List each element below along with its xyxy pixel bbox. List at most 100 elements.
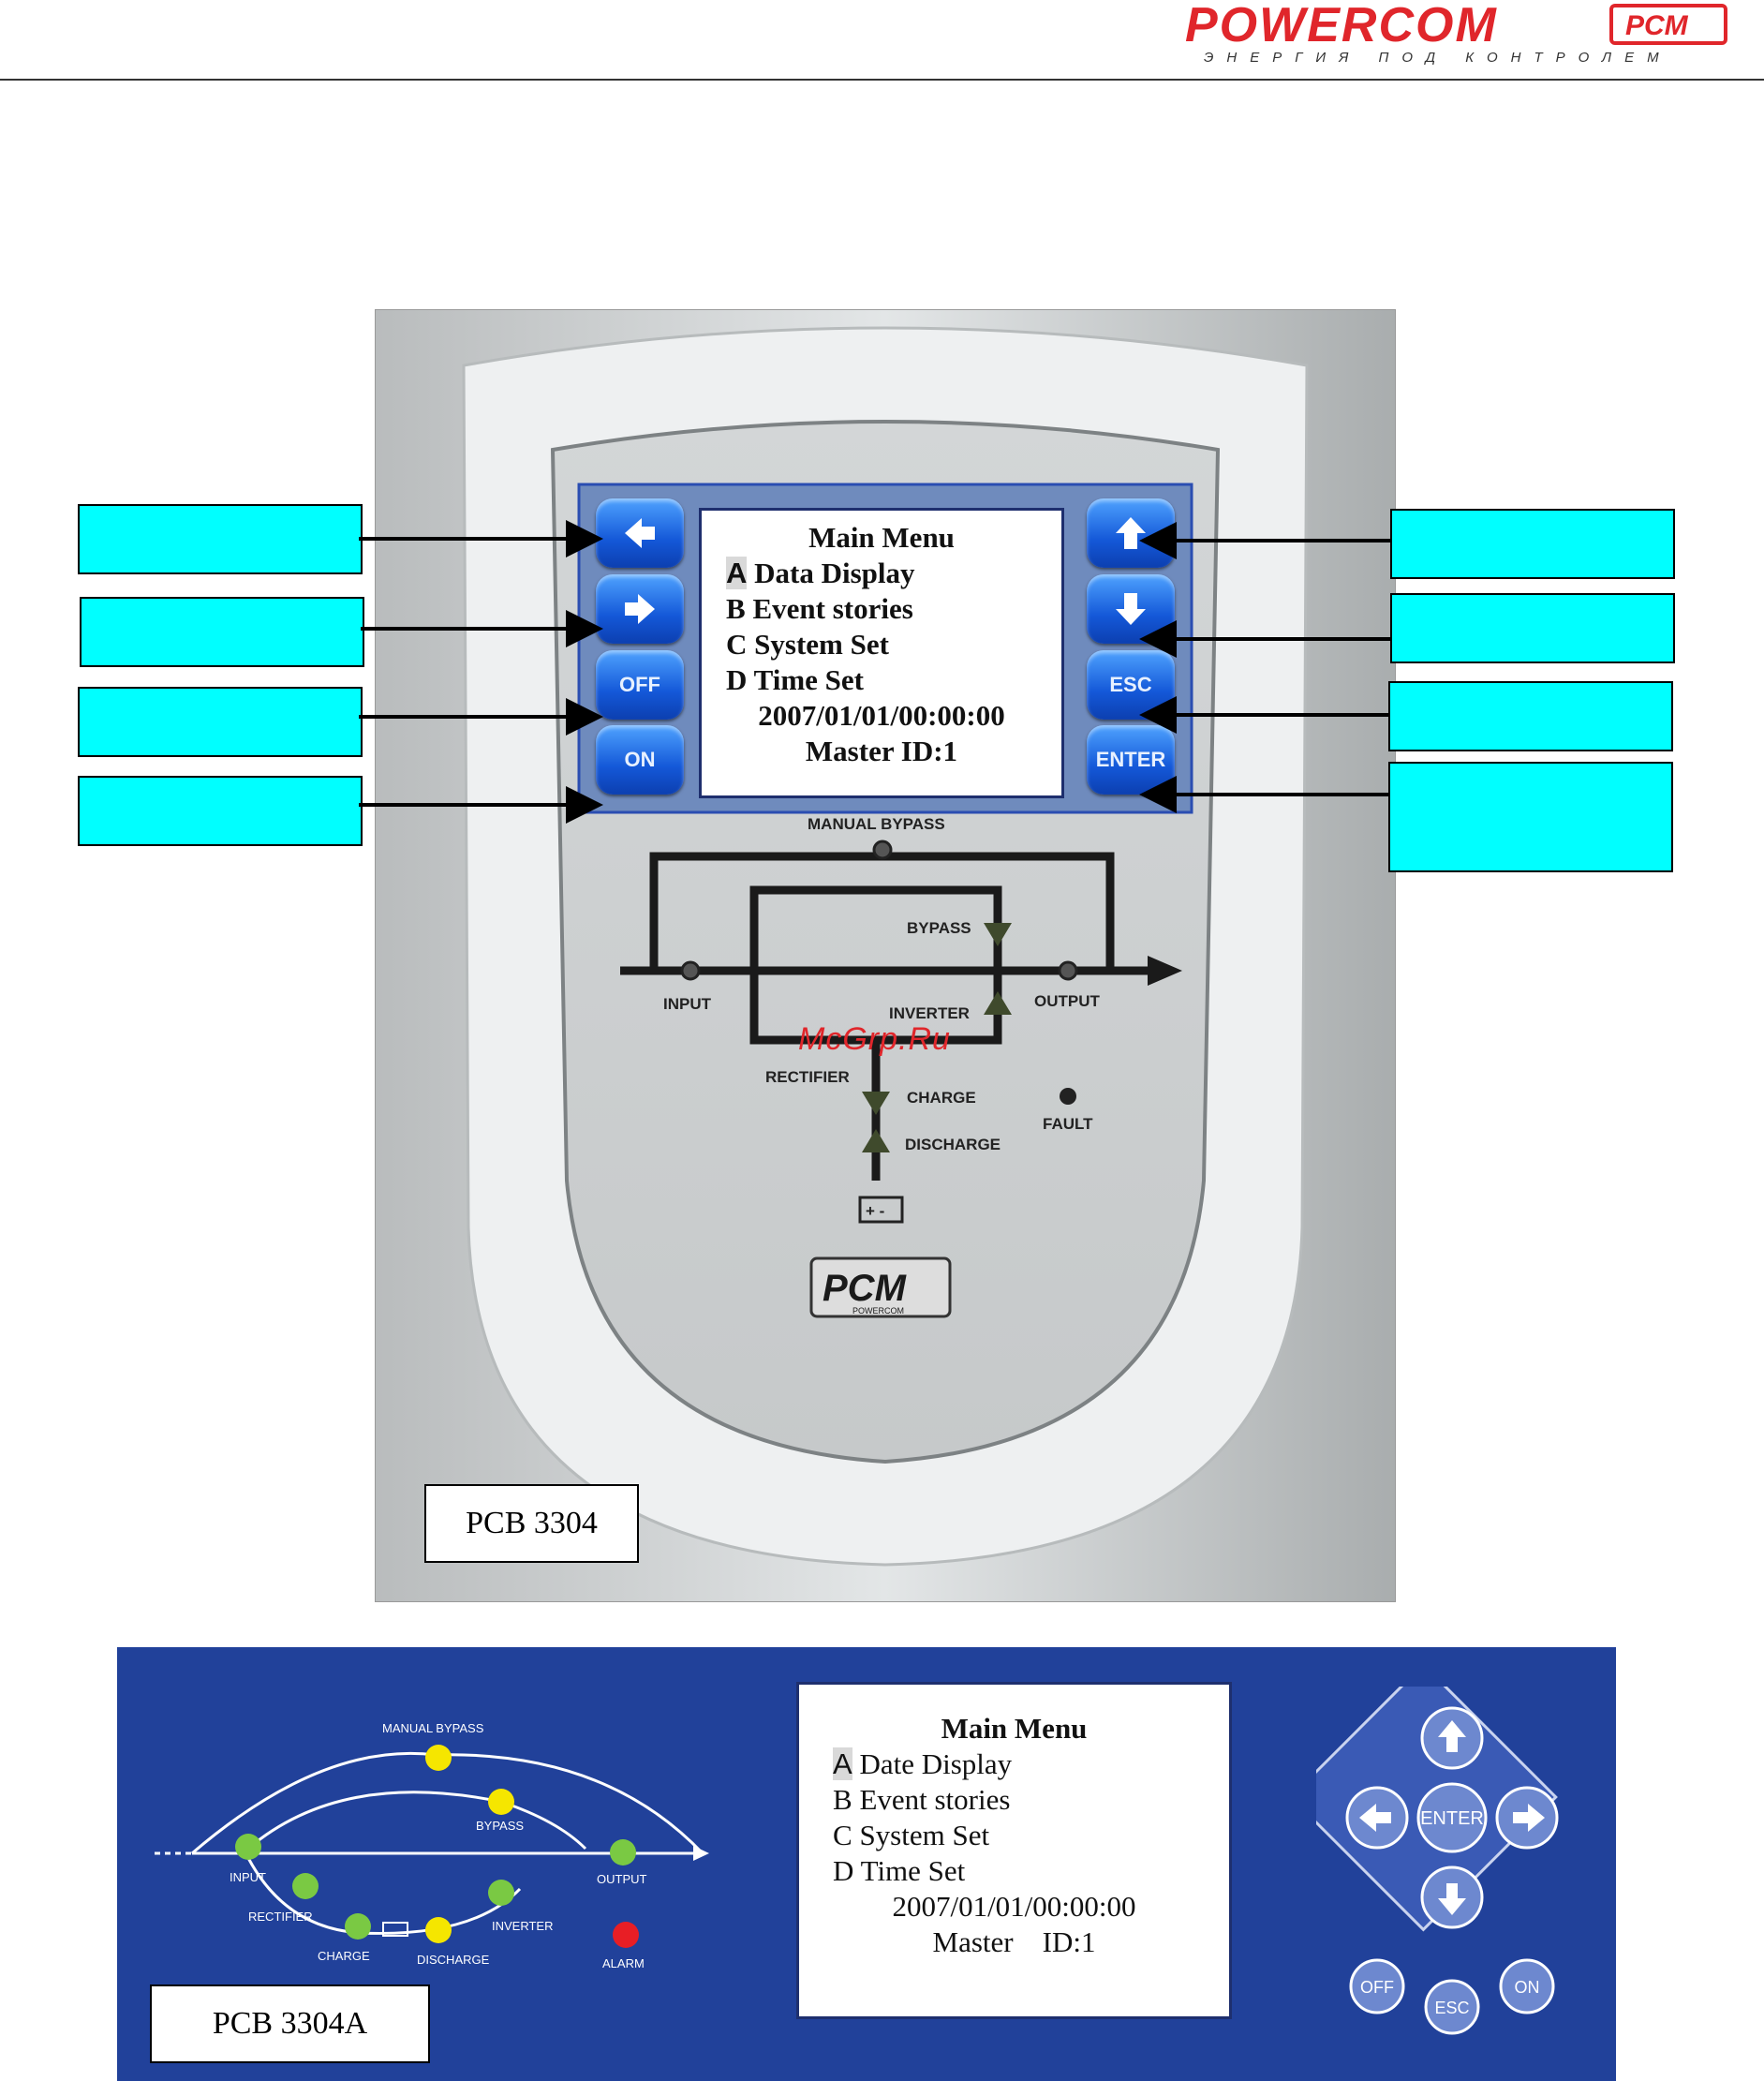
label-inverter: INVERTER (889, 1004, 970, 1022)
on-button[interactable]: ON (1499, 1958, 1555, 2014)
label-manual-bypass: MANUAL BYPASS (382, 1721, 484, 1735)
menu-key: D (726, 663, 748, 696)
callout-label-esc (1388, 681, 1673, 751)
off-button[interactable]: OFF (1349, 1958, 1405, 2014)
menu-key: D (833, 1854, 854, 1887)
menu-key: A (833, 1747, 852, 1780)
menu-text: Event stories (859, 1783, 1011, 1816)
label-charge: CHARGE (318, 1949, 370, 1963)
brand-mark: PCM (1625, 10, 1689, 41)
callout-label-up-arrow (1390, 509, 1675, 579)
label-input: INPUT (663, 995, 712, 1013)
menu-key: C (833, 1819, 852, 1851)
on-label: ON (624, 748, 656, 771)
menu-item-a[interactable]: A Date Display (799, 1747, 1229, 1782)
lcd-title: Main Menu (808, 521, 955, 554)
label-input: INPUT (230, 1870, 266, 1884)
callout-label-down-arrow (1390, 593, 1675, 663)
menu-item-b[interactable]: B Event stories (702, 591, 1061, 627)
on-button[interactable]: ON (596, 725, 684, 795)
pcm-logo-panel: PCM POWERCOM (809, 1256, 952, 1318)
brand-mark-frame (1609, 4, 1727, 45)
menu-key: A (726, 557, 748, 589)
svg-text:ENTER: ENTER (1420, 1808, 1484, 1829)
model-tag-3304a: PCB 3304A (150, 1984, 430, 2063)
header-rule (0, 79, 1764, 81)
label-discharge: DISCHARGE (417, 1953, 490, 1967)
menu-item-d[interactable]: D Time Set (702, 662, 1061, 698)
label-output: OUTPUT (597, 1872, 647, 1886)
enter-button[interactable]: ENTER (1416, 1782, 1488, 1853)
model-tag-3304: PCB 3304 (424, 1484, 639, 1563)
menu-text: System Set (754, 628, 889, 661)
menu-item-d[interactable]: D Time Set (799, 1853, 1229, 1889)
lcd-master-id: Master ID:1 (805, 735, 958, 767)
label-bypass: BYPASS (476, 1819, 524, 1833)
up-button[interactable] (1420, 1706, 1484, 1770)
esc-button[interactable]: ESC (1424, 1979, 1480, 2035)
callout-label-right-arrow (80, 597, 364, 667)
label-discharge: DISCHARGE (905, 1136, 1001, 1153)
callout-label-off (78, 687, 363, 757)
down-button[interactable] (1420, 1865, 1484, 1929)
brand-name: POWERCOM (1185, 0, 1498, 52)
down-arrow-icon (1438, 1883, 1466, 1915)
menu-text: Date Display (859, 1747, 1013, 1780)
left-button[interactable] (1345, 1786, 1409, 1850)
svg-text:OFF: OFF (1360, 1978, 1394, 1997)
label-manual-bypass: MANUAL BYPASS (808, 815, 945, 833)
mimic-diagram-3304: + - MANUAL BYPASS BYPASS INPUT OUTPUT IN… (620, 815, 1182, 1224)
callout-label-left-arrow (78, 504, 363, 574)
keypad-3304a: ENTER OFF ESC ON (1316, 1687, 1559, 2035)
menu-text: Time Set (753, 663, 864, 696)
callout-label-enter (1388, 762, 1673, 872)
menu-text: System Set (859, 1819, 990, 1851)
menu-item-c[interactable]: C System Set (702, 627, 1061, 662)
label-output: OUTPUT (1034, 992, 1101, 1010)
up-arrow-icon (1116, 517, 1146, 549)
menu-key: B (726, 592, 746, 625)
off-button[interactable]: OFF (596, 650, 684, 720)
label-charge: CHARGE (907, 1089, 976, 1107)
brand-tagline: ЭНЕРГИЯ ПОД КОНТРОЛЕМ (1204, 50, 1672, 66)
label-inverter: INVERTER (492, 1919, 554, 1933)
svg-text:PCM: PCM (823, 1268, 908, 1309)
menu-key: B (833, 1783, 852, 1816)
menu-text: Data Display (754, 557, 915, 589)
right-arrow-icon (625, 594, 655, 624)
down-arrow-icon (1116, 593, 1146, 625)
right-button[interactable] (1495, 1786, 1559, 1850)
enter-label: ENTER (1095, 748, 1166, 771)
left-arrow-icon (625, 518, 655, 548)
svg-text:POWERCOM: POWERCOM (852, 1306, 904, 1315)
up-arrow-icon (1438, 1720, 1466, 1752)
right-arrow-button[interactable] (596, 574, 684, 644)
lcd-datetime: 2007/01/01/00:00:00 (758, 699, 1005, 732)
svg-text:+ -: + - (866, 1202, 884, 1220)
label-rectifier: RECTIFIER (248, 1910, 313, 1924)
menu-item-c[interactable]: C System Set (799, 1818, 1229, 1853)
lcd-title: Main Menu (941, 1712, 1088, 1745)
callout-label-on (78, 776, 363, 846)
callout-arrows (359, 520, 1390, 824)
left-arrow-button[interactable] (596, 498, 684, 568)
left-arrow-icon (1359, 1804, 1391, 1832)
menu-item-b[interactable]: B Event stories (799, 1782, 1229, 1818)
leds (235, 1745, 639, 1948)
menu-text: Time Set (860, 1854, 966, 1887)
label-rectifier: RECTIFIER (765, 1068, 850, 1086)
lcd-master-id: Master ID:1 (932, 1925, 1096, 1958)
menu-item-a[interactable]: A Data Display (702, 556, 1061, 591)
svg-text:ESC: ESC (1434, 1999, 1469, 2017)
label-bypass: BYPASS (907, 919, 971, 937)
label-alarm: ALARM (602, 1956, 645, 1970)
lcd-datetime: 2007/01/01/00:00:00 (892, 1890, 1136, 1923)
esc-label: ESC (1109, 673, 1152, 696)
label-fault: FAULT (1043, 1115, 1093, 1133)
menu-key: C (726, 628, 748, 661)
right-arrow-icon (1513, 1804, 1545, 1832)
lcd-display-3304a: Main Menu A Date Display B Event stories… (796, 1682, 1232, 2019)
watermark: McGrp.Ru (798, 1021, 951, 1057)
off-label: OFF (619, 673, 660, 696)
